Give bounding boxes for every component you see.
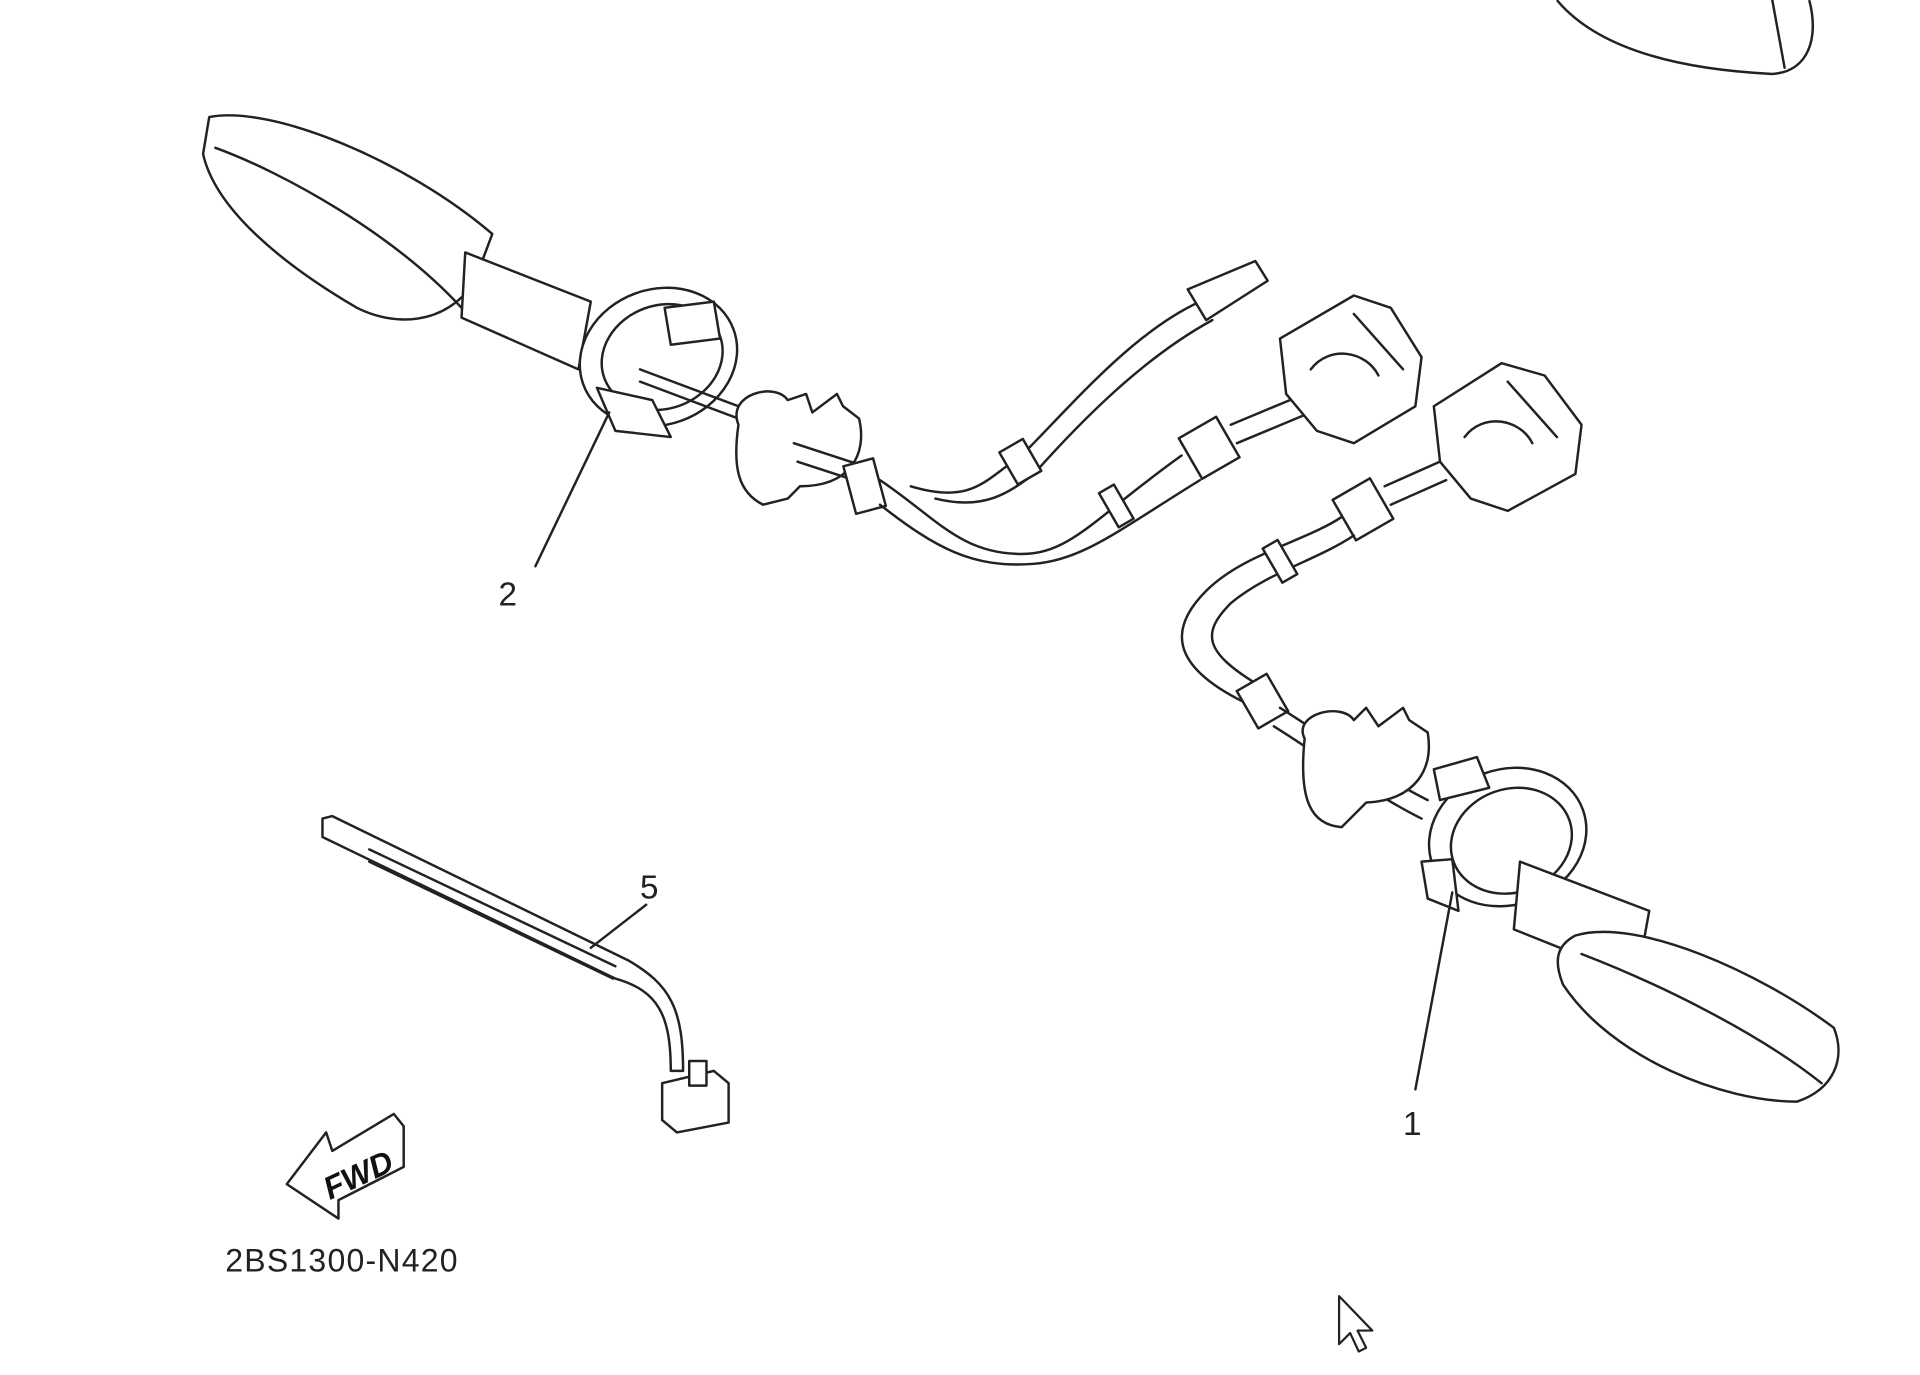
partial-flasher-lens-top (1555, 0, 1814, 76)
drawing-code: 2BS1300-N420 (225, 1242, 459, 1278)
mouse-cursor-icon (1337, 1295, 1374, 1353)
callout-1: 1 (1403, 1106, 1421, 1143)
cable-tie-part-5 (321, 814, 730, 1134)
callout-5: 5 (640, 870, 658, 907)
flasher-assembly-right (1180, 361, 1840, 1103)
fwd-arrow-icon: FWD (285, 1112, 405, 1220)
callout-2: 2 (498, 577, 516, 614)
flasher-assembly-left (201, 114, 1423, 568)
